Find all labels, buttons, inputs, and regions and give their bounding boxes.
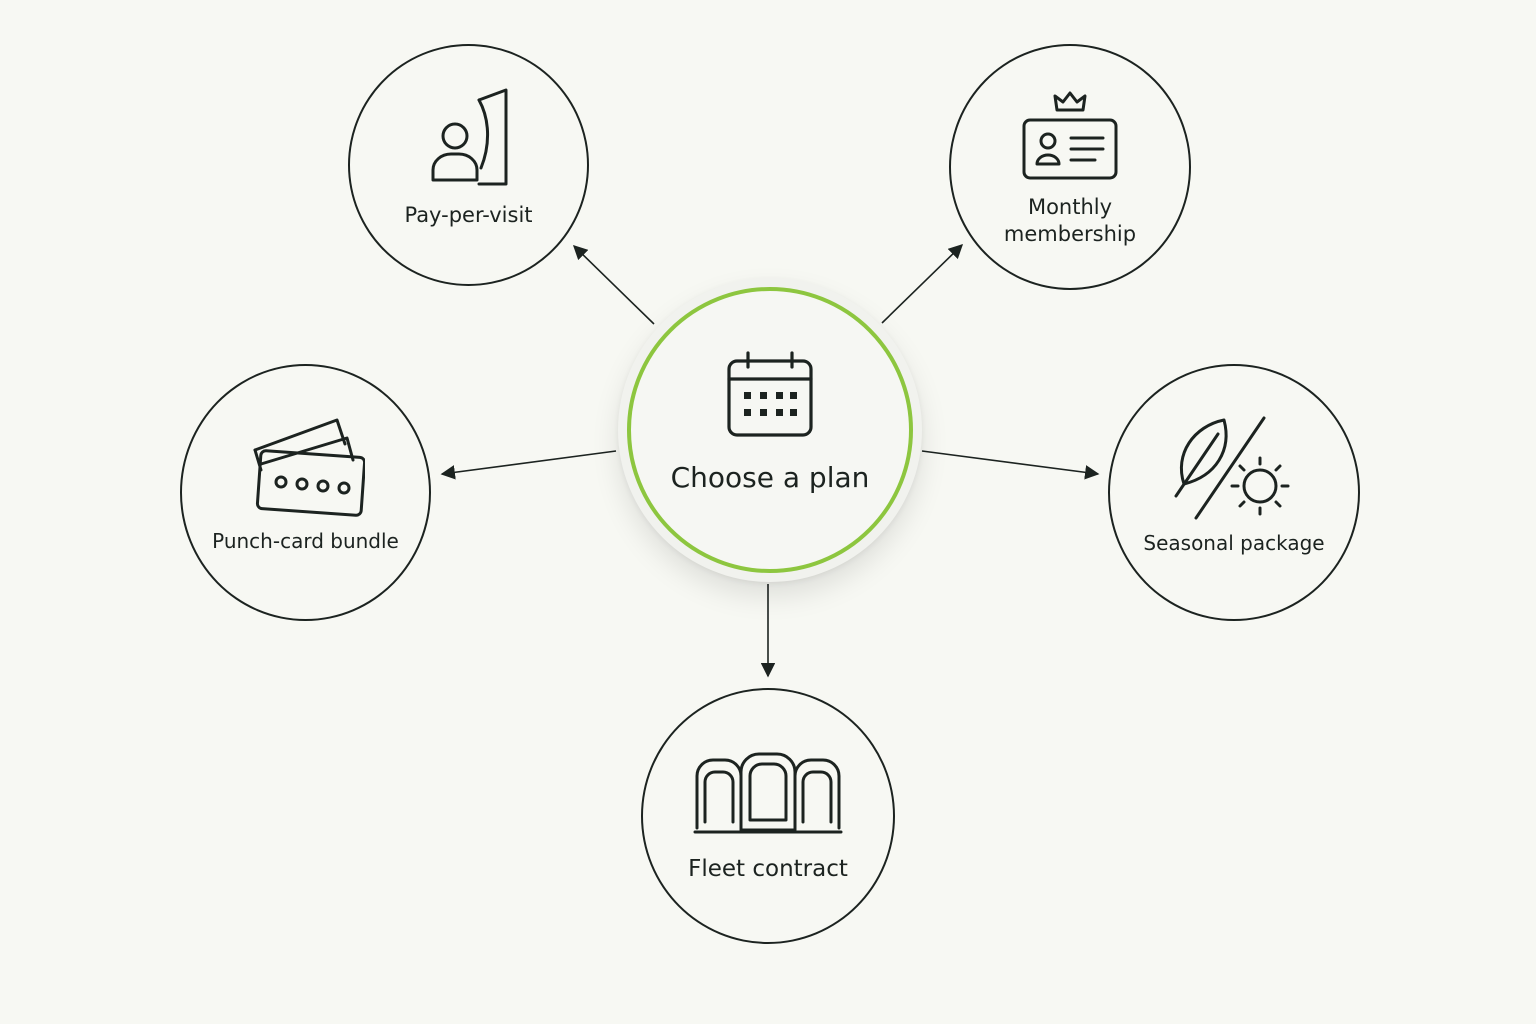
punch-card-bundle-node[interactable]: Punch-card bundle: [180, 364, 431, 621]
punch-cards-icon: [247, 414, 366, 522]
seasonal-package-label: Seasonal package: [1143, 531, 1325, 555]
center-label: Choose a plan: [670, 461, 870, 494]
pay-per-visit-node[interactable]: Pay-per-visit: [348, 44, 589, 286]
pay-per-visit-label: Pay-per-visit: [404, 203, 533, 227]
arrow-to-monthly-membership: [881, 243, 964, 324]
fleet-contract-node[interactable]: Fleet contract: [641, 688, 895, 944]
fleet-vehicles-icon: [693, 752, 843, 840]
leaf-sun-icon: [1172, 414, 1296, 526]
fleet-contract-label: Fleet contract: [688, 856, 848, 882]
punch-card-bundle-label: Punch-card bundle: [212, 529, 399, 553]
monthly-membership-node[interactable]: Monthly membership: [949, 44, 1191, 290]
calendar-icon: [726, 351, 814, 443]
choose-plan-node[interactable]: Choose a plan: [627, 287, 913, 573]
arrow-to-seasonal-package: [921, 450, 1100, 480]
membership-card-crown-icon: [1021, 90, 1119, 186]
arrow-to-punch-card-bundle: [440, 450, 617, 480]
monthly-membership-label: Monthly membership: [1003, 195, 1137, 246]
seasonal-package-node[interactable]: Seasonal package: [1108, 364, 1360, 621]
person-door-icon: [429, 88, 509, 190]
arrow-to-pay-per-visit: [572, 244, 655, 325]
